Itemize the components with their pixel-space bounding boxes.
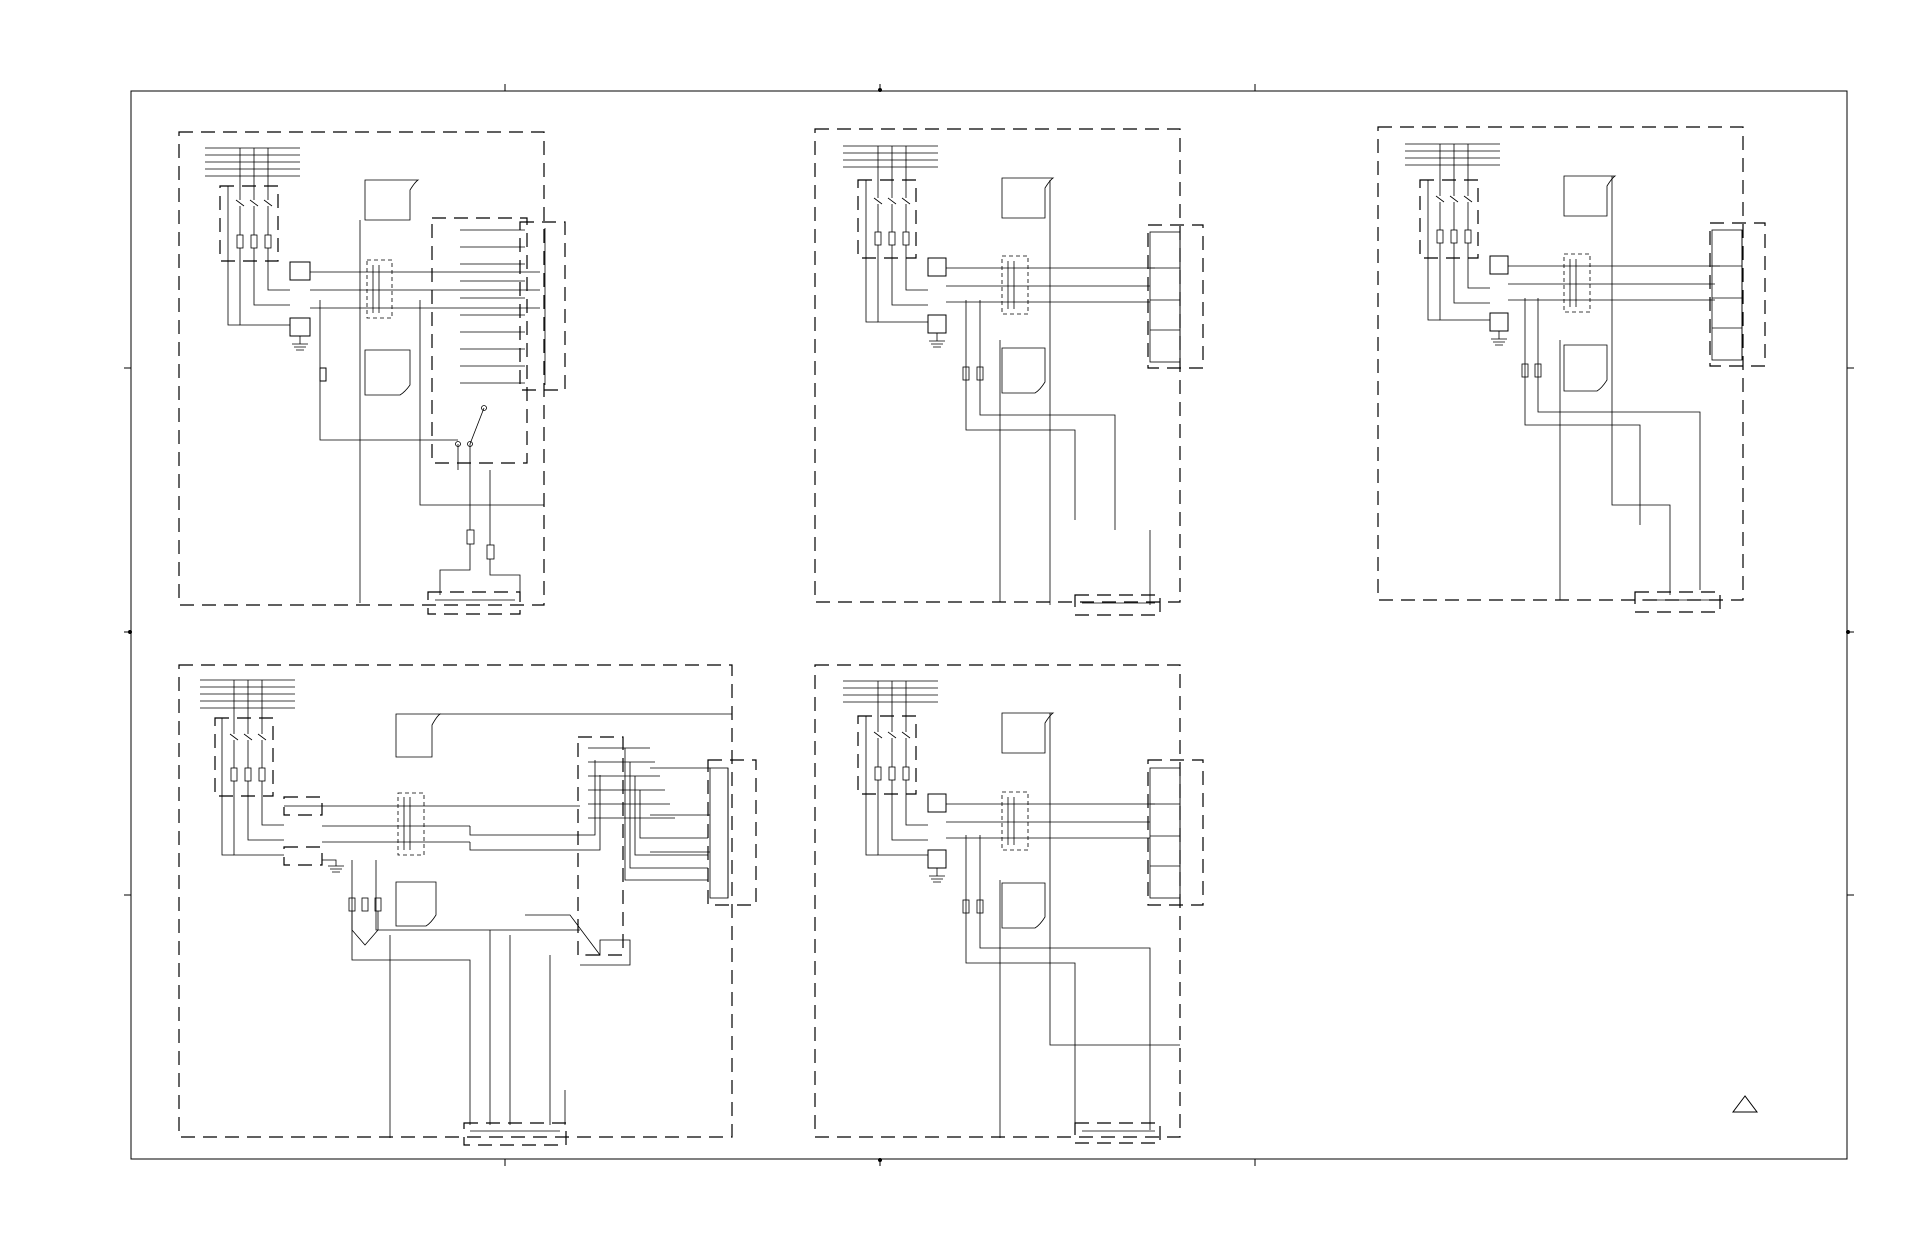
- panel-3-output-lines: [1521, 176, 1701, 600]
- panel-4-load-switch: [489, 914, 631, 1125]
- panel-5-supply-bus: [843, 680, 938, 703]
- panel-2-terminal-block: [1074, 594, 1161, 616]
- panel-4-tap-switch-group: [577, 736, 624, 956]
- panel-5-boundary: [814, 664, 1181, 1138]
- panel-4-timer-block-top: [395, 713, 442, 758]
- panel-3-breaker-poles: [1427, 144, 1490, 321]
- panel-2-relay-box: [927, 257, 947, 277]
- panel-4-windings: [650, 767, 729, 899]
- drawing-frame: [130, 90, 1848, 1160]
- panel-5-contactor: [946, 791, 1155, 851]
- panel-5-terminal-block: [1074, 1122, 1161, 1144]
- panel-2-transformer-box: [1147, 224, 1204, 369]
- panel-1-relay-box: [289, 261, 311, 281]
- panel-1-boundary: [178, 131, 545, 606]
- panel-1: [178, 131, 566, 615]
- panel-4-breaker-group: [214, 717, 274, 797]
- panel-3-ground-icon: [1491, 331, 1507, 346]
- panel-2-ground-icon: [929, 333, 945, 348]
- panel-4-transformer-box: [707, 759, 757, 906]
- panel-1-supply-bus: [205, 147, 300, 177]
- revision-triangle-icon: [1732, 1095, 1758, 1113]
- panel-1-fuse: [319, 367, 327, 382]
- panel-1-ground-icon: [292, 336, 308, 351]
- panel-5-breaker-group: [857, 715, 917, 795]
- panel-5-output-lines: [962, 713, 1180, 1138]
- panel-4-ground-icon: [322, 859, 344, 873]
- panel-5-breaker-poles: [865, 681, 928, 856]
- panel-2-timer-block-top: [1001, 177, 1055, 219]
- panel-2-ground-box: [927, 314, 947, 334]
- panel-1-load-switch: [319, 300, 487, 470]
- panel-4-contactor: [284, 792, 580, 856]
- panel-3-terminal-block: [1634, 591, 1721, 613]
- panel-4-timer-block-bottom: [395, 881, 437, 927]
- panel-5-timer-block-top: [1001, 712, 1055, 754]
- panel-3-relay-box: [1489, 255, 1509, 275]
- panel-3-transformer-box: [1709, 222, 1766, 367]
- panel-1-terminal-block: [427, 591, 521, 615]
- panel-5-relay-box: [927, 793, 947, 813]
- panel-2-windings: [1149, 231, 1181, 363]
- panel-2-boundary: [814, 128, 1181, 603]
- panel-5-ground-icon: [929, 868, 945, 883]
- panel-5-timer-block-bottom: [1001, 882, 1046, 929]
- panel-1-ground-box: [289, 317, 311, 337]
- panel-5-transformer-box: [1147, 759, 1204, 906]
- panel-4-boundary: [178, 664, 733, 1138]
- panel-4-tap-wiring: [469, 747, 708, 881]
- panel-1-timer-block-bottom: [364, 349, 411, 396]
- panel-1-contactor: [310, 259, 540, 319]
- panel-4-supply-bus: [200, 679, 295, 709]
- panel-4-terminal-block: [463, 1122, 567, 1146]
- panel-3-contactor: [1508, 253, 1720, 313]
- panel-1-timer-block-top: [364, 179, 420, 221]
- panel-3-ground-box: [1489, 312, 1509, 332]
- panel-5: [814, 664, 1204, 1144]
- panel-1-output-lines: [359, 220, 544, 603]
- panel-1-tap-changer: [431, 217, 528, 464]
- panel-4: [178, 664, 757, 1146]
- panel-2-supply-bus: [843, 145, 938, 168]
- panel-2-timer-block-bottom: [1001, 347, 1046, 394]
- panel-3-boundary: [1377, 126, 1744, 601]
- frame-zone-ticks: [124, 84, 1854, 1166]
- panel-5-windings: [1149, 767, 1181, 899]
- panel-4-breaker-poles: [221, 680, 284, 856]
- panel-3-timer-block-top: [1563, 175, 1617, 217]
- panel-4-output-lines: [348, 860, 580, 1138]
- panel-3-windings: [1711, 229, 1743, 361]
- panel-2: [814, 128, 1204, 616]
- panel-1-breaker-group: [219, 185, 279, 262]
- panel-1-taps: [460, 228, 546, 385]
- panel-3-supply-bus: [1405, 143, 1500, 166]
- panel-3-timer-block-bottom: [1563, 344, 1608, 392]
- panel-3-breaker-group: [1419, 179, 1479, 259]
- panel-1-transformer-box: [519, 221, 566, 391]
- panel-2-breaker-group: [857, 179, 917, 259]
- panel-4-relay-box-2: [283, 846, 323, 866]
- panel-2-contactor: [946, 255, 1155, 315]
- panel-2-output-lines: [962, 180, 1151, 605]
- panel-3: [1377, 126, 1766, 613]
- panel-5-ground-box: [927, 849, 947, 869]
- panel-2-breaker-poles: [865, 146, 928, 323]
- panel-1-breaker-poles: [227, 148, 296, 326]
